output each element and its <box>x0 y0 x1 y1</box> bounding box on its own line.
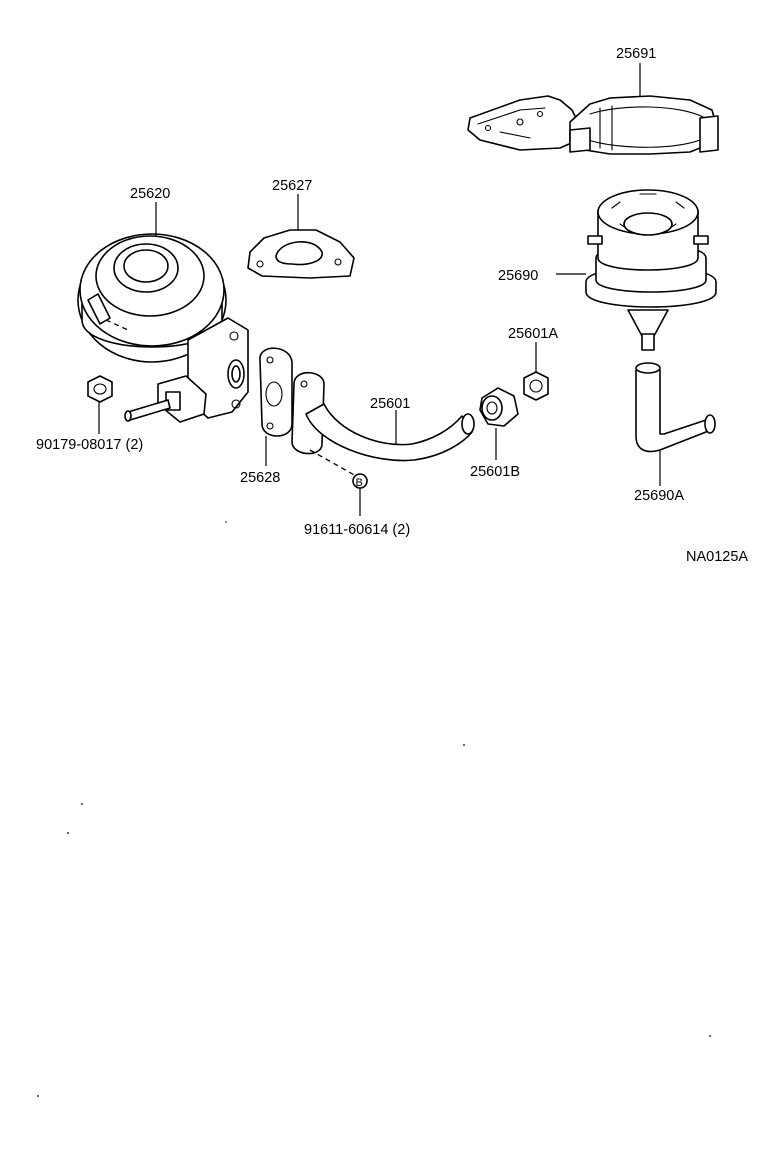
part-25690A-hose[interactable] <box>635 362 716 453</box>
part-25620-egr-valve[interactable] <box>77 233 249 423</box>
part-25627-gasket[interactable] <box>247 229 355 279</box>
label-25691: 25691 <box>616 46 656 62</box>
label-25690A: 25690A <box>634 488 684 504</box>
part-25690-vacuum-modulator[interactable] <box>585 189 717 351</box>
label-25601: 25601 <box>370 396 410 412</box>
label-91611-60614: 91611-60614 (2) <box>304 522 410 538</box>
label-25627: 25627 <box>272 178 312 194</box>
label-25628: 25628 <box>240 470 280 486</box>
part-25691-clamp-bracket[interactable] <box>467 95 719 155</box>
part-90179-08017-nut[interactable] <box>87 375 113 403</box>
part-25601-egr-pipe[interactable] <box>291 371 475 477</box>
bolt-marker[interactable]: B <box>352 473 368 489</box>
label-25620: 25620 <box>130 186 170 202</box>
label-25690: 25690 <box>498 268 538 284</box>
diagram-code: NA0125A <box>686 549 748 565</box>
label-90179-08017: 90179-08017 (2) <box>36 437 143 453</box>
part-25601A-fitting[interactable] <box>523 371 549 401</box>
scan-specks <box>37 521 711 1097</box>
label-25601A: 25601A <box>508 326 558 342</box>
bolt-marker-letter: B <box>356 477 363 489</box>
label-25601B: 25601B <box>470 464 520 480</box>
part-25601B-union[interactable] <box>479 387 519 427</box>
part-25628-gasket[interactable] <box>259 347 293 437</box>
